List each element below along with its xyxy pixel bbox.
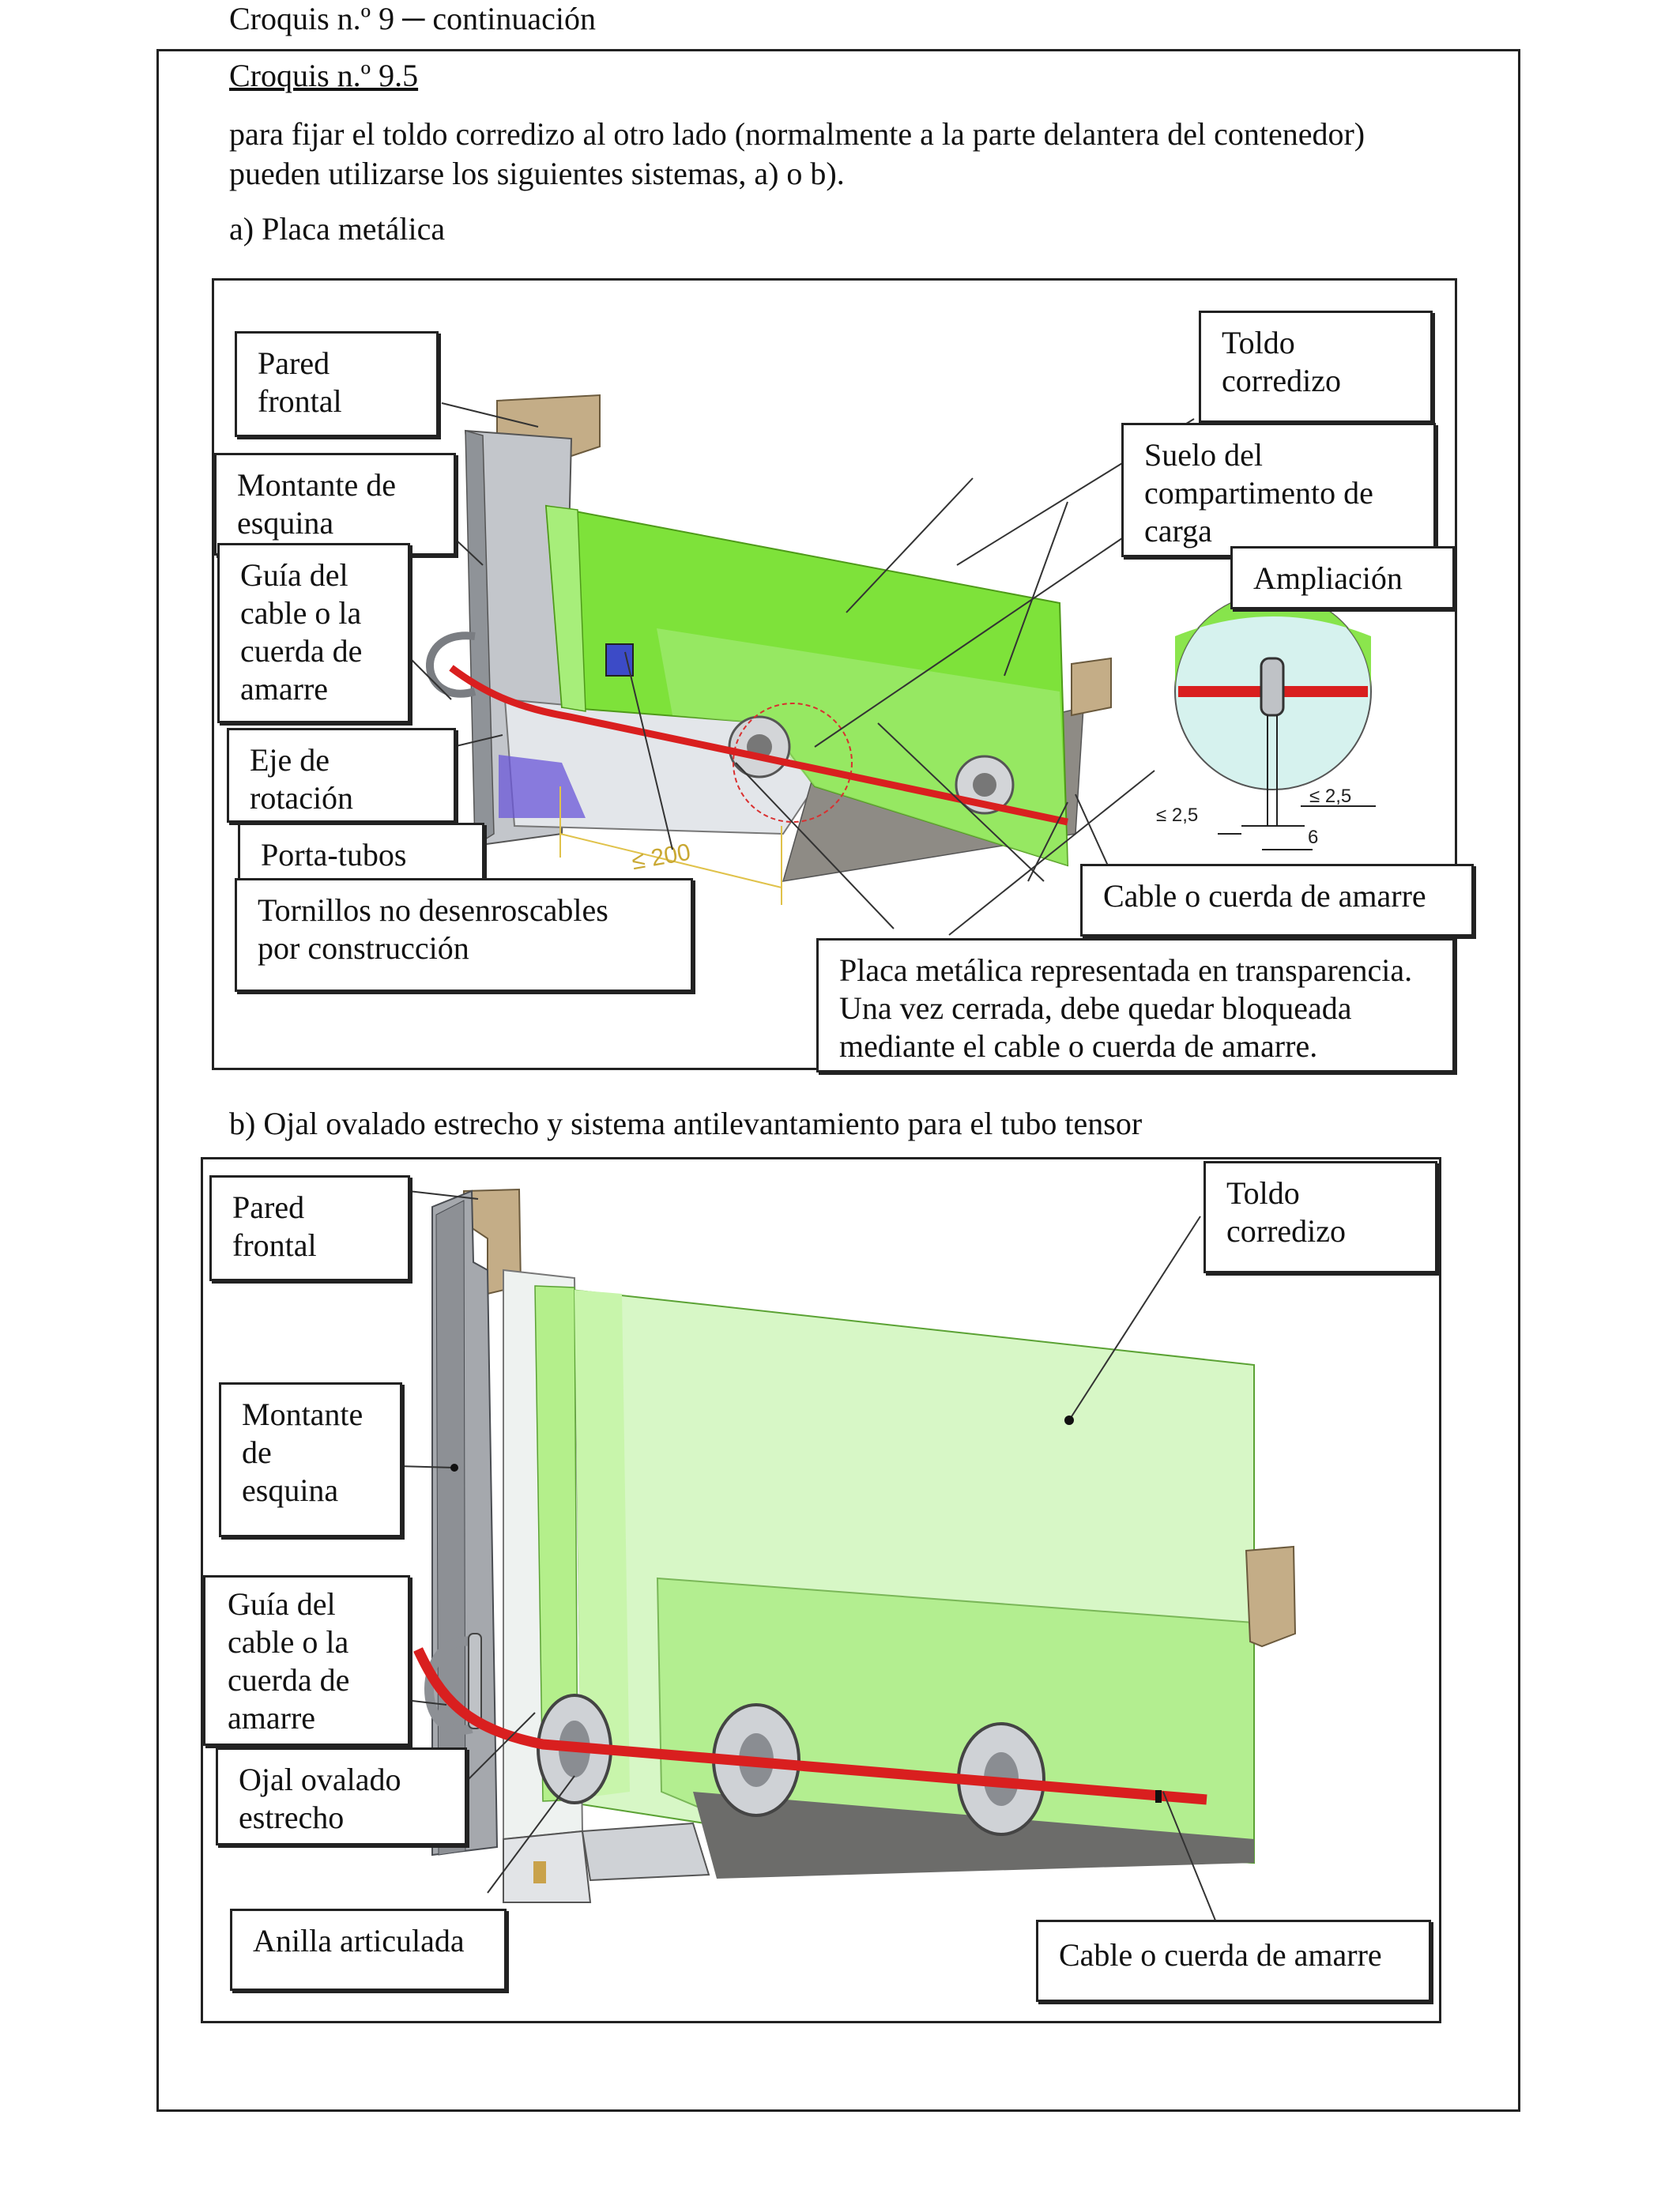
figure-a-drawing: ≤ 200 ≤ 2,5 ≤ 2,5 6 [403, 394, 1376, 936]
label-ampliacion: Ampliación [1230, 546, 1455, 609]
continuation-heading: Croquis n.º 9 ─ continuación [229, 1, 597, 36]
label-pared-frontal-b: Pared frontal [209, 1175, 410, 1281]
cable-red-b [413, 1647, 1207, 1805]
leader-lines-b [397, 1190, 1223, 1939]
label-tornillos: Tornillos no desenroscables por construc… [235, 878, 693, 992]
label-montante-esquina-b: Montante de esquina [219, 1382, 402, 1537]
label-guia-cable-a: Guía del cable o la cuerda de amarre [217, 543, 410, 723]
figure-b-drawing [397, 1188, 1297, 1939]
cable-guide-b [424, 1636, 473, 1735]
label-porta-tubos: Porta-tubos [238, 823, 484, 886]
label-cable-a: Cable o cuerda de amarre [1080, 864, 1474, 937]
label-toldo-corredizo-b: Toldo corredizo [1203, 1161, 1437, 1273]
svg-text:6: 6 [1308, 827, 1318, 848]
heading-ojal-ovalado: b) Ojal ovalado estrecho y sistema antil… [229, 1106, 1143, 1141]
label-placa-transparencia: Placa metálica representada en transpare… [816, 938, 1455, 1072]
tube-holder [499, 755, 586, 818]
label-cable-b: Cable o cuerda de amarre [1036, 1920, 1431, 2002]
screw-plate [605, 643, 634, 677]
svg-text:≤ 2,5: ≤ 2,5 [1156, 805, 1198, 826]
intro-line-2: pueden utilizarse los siguientes sistema… [229, 156, 845, 191]
label-anilla-articulada: Anilla articulada [230, 1909, 507, 1991]
label-toldo-corredizo-a: Toldo corredizo [1199, 311, 1433, 423]
intro-line-1: para fijar el toldo corredizo al otro la… [229, 116, 1365, 152]
label-suelo-compartimento: Suelo del compartimento de carga [1121, 423, 1436, 557]
label-ojal-ovalado: Ojal ovalado estrecho [216, 1747, 467, 1845]
cable-guide [426, 631, 477, 698]
label-montante-esquina-a: Montante de esquina [214, 453, 456, 556]
figure-a: ≤ 200 ≤ 2,5 ≤ 2,5 6 [212, 278, 1474, 1072]
label-pared-frontal-a: Pared frontal [235, 331, 439, 437]
label-eje-rotacion: Eje de rotación [227, 728, 456, 823]
svg-text:≤ 2,5: ≤ 2,5 [1309, 786, 1351, 807]
dim-200-text: ≤ 200 [630, 839, 692, 875]
section-title: Croquis n.º 9.5 [229, 58, 419, 93]
cable-red [449, 665, 1068, 826]
page-frame [156, 49, 1520, 2112]
heading-placa-metalica: a) Placa metálica [229, 211, 446, 247]
figure-b: Pared frontal Toldo corredizo Montante d… [201, 1157, 1441, 2023]
label-guia-cable-b: Guía del cable o la cuerda de amarre [203, 1575, 410, 1746]
zoom-circle [733, 703, 853, 823]
